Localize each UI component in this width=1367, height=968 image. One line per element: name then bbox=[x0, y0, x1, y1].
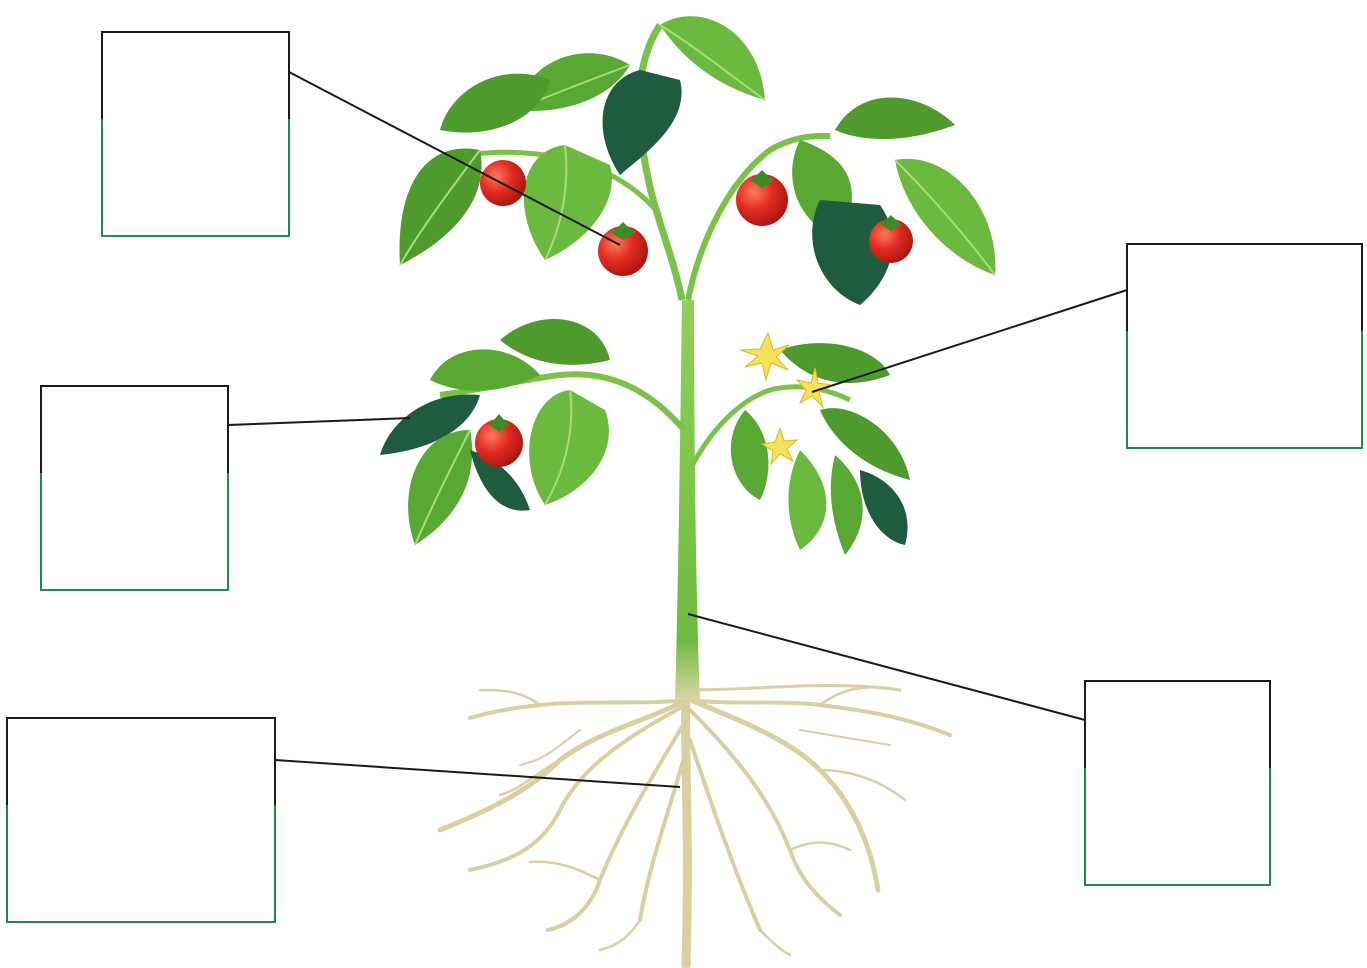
label-box-root[interactable] bbox=[6, 717, 276, 924]
leader-line-flower bbox=[812, 290, 1127, 392]
label-box-stem[interactable] bbox=[1084, 680, 1271, 887]
leaf-upper-left bbox=[440, 74, 550, 133]
leader-line-leaf bbox=[228, 418, 410, 425]
label-box-flower[interactable] bbox=[1126, 243, 1363, 450]
leader-line-root bbox=[275, 760, 680, 787]
label-term-root[interactable] bbox=[6, 717, 276, 807]
label-description-root[interactable] bbox=[6, 805, 276, 923]
label-term-stem[interactable] bbox=[1084, 680, 1271, 770]
leaf-right-top bbox=[835, 98, 955, 140]
leaf-mid-right-top bbox=[780, 343, 890, 383]
leaf-mid-right-dark bbox=[860, 470, 908, 545]
label-box-fruit[interactable] bbox=[101, 31, 290, 238]
label-term-flower[interactable] bbox=[1126, 243, 1363, 333]
leaf-mid-right-d bbox=[831, 455, 863, 555]
label-term-fruit[interactable] bbox=[101, 31, 290, 121]
label-description-stem[interactable] bbox=[1084, 768, 1271, 886]
label-box-leaf[interactable] bbox=[40, 385, 229, 592]
leaf-mid-left-a bbox=[430, 349, 540, 390]
leaf-mid-left-c bbox=[529, 390, 609, 505]
label-term-leaf[interactable] bbox=[40, 385, 229, 475]
label-description-flower[interactable] bbox=[1126, 331, 1363, 449]
leaf-mid-right-a bbox=[731, 410, 769, 500]
leaf-mid-right-c bbox=[788, 450, 826, 550]
flower-1 bbox=[740, 333, 789, 380]
roots bbox=[440, 686, 950, 965]
label-description-fruit[interactable] bbox=[101, 119, 290, 237]
label-description-leaf[interactable] bbox=[40, 473, 229, 591]
